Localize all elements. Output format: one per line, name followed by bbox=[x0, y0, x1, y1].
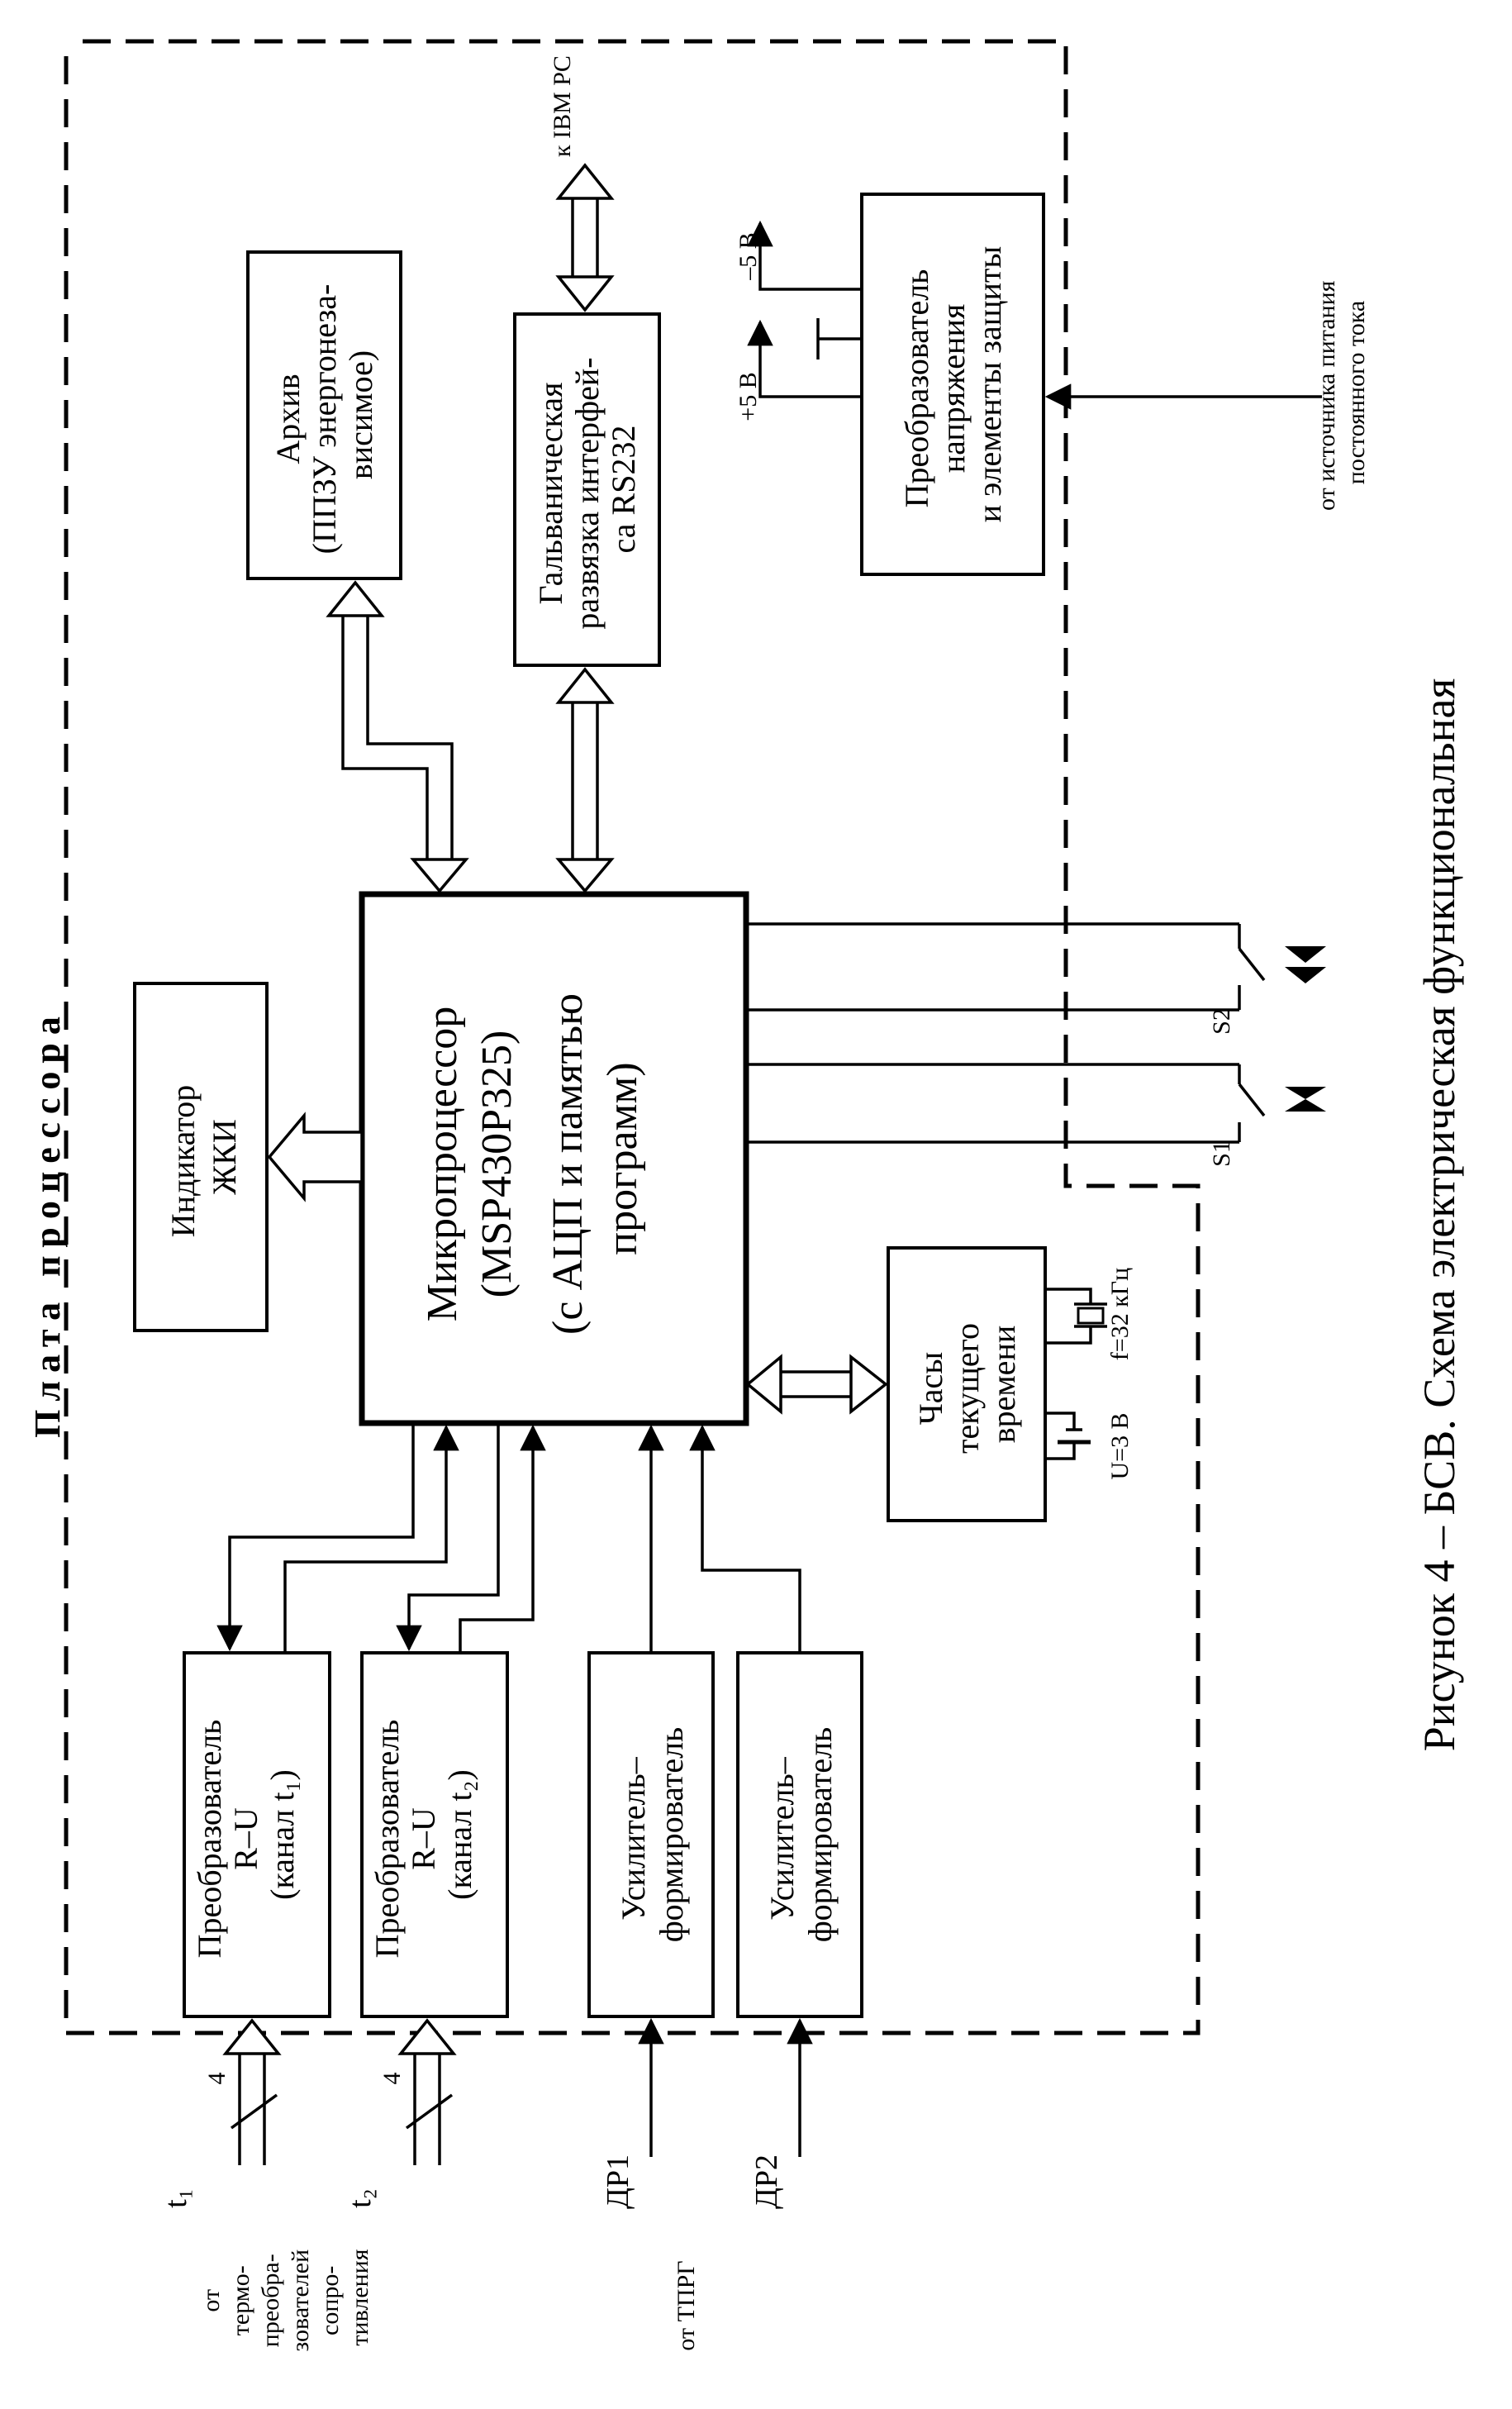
power-line3: и элементы защиты bbox=[971, 246, 1008, 523]
bus-mcu-archive bbox=[326, 580, 469, 893]
clock-line2: текущего bbox=[949, 1323, 986, 1454]
amplifier-2-line1: Усилитель– bbox=[763, 1756, 801, 1920]
converter-t1-block: Преобразователь R–U (канал t₁) bbox=[183, 1651, 331, 2018]
figure-caption: Рисунок 4 – БСВ. Схема электрическая фун… bbox=[1415, 678, 1464, 1752]
bus-mcu-clock bbox=[745, 1354, 888, 1415]
minus5-label: –5 В bbox=[735, 232, 762, 281]
interface-line2: развязка интерфей- bbox=[568, 357, 606, 629]
dr2-label: ДР2 bbox=[749, 2154, 784, 2209]
sensors-line3: преобра- bbox=[257, 2254, 284, 2347]
sensors-line4: зователей bbox=[287, 2250, 314, 2352]
bus-sensor-t2 bbox=[397, 2018, 457, 2165]
s2-label: S2 bbox=[1208, 1008, 1235, 1035]
crystal-icon bbox=[1045, 1288, 1107, 1345]
converter-t1-line3: (канал t₁) bbox=[264, 1769, 301, 1900]
power-converter-block: Преобразователь напряжения и элементы за… bbox=[860, 193, 1045, 576]
converter-t2-block: Преобразователь R–U (канал t₂) bbox=[360, 1651, 509, 2018]
svg-text:Индикатор ЖКИ: Индикатор ЖКИ bbox=[164, 1077, 243, 1238]
converter-t1-line2: R–U bbox=[227, 1807, 264, 1870]
mcu-line2: (MSP430P325) bbox=[473, 1031, 521, 1298]
amplifier-1-line2: формирователь bbox=[653, 1727, 690, 1943]
archive-line2: (ППЗУ энергонеза- bbox=[306, 284, 343, 555]
archive-block: Архив (ППЗУ энергонеза- висимое) bbox=[246, 250, 402, 580]
converter-t2-line2: R–U bbox=[405, 1807, 442, 1870]
svg-text:Часы текущего врем: Часы текущего времени bbox=[912, 1315, 1022, 1454]
svg-text:Усилитель– формирователь: Усилитель– формирователь bbox=[615, 1727, 690, 1943]
sensors-line5: сопро- bbox=[316, 2266, 344, 2335]
amplifier-1-line1: Усилитель– bbox=[615, 1756, 652, 1920]
power-line2: напряжения bbox=[934, 304, 972, 474]
svg-text:Преобразователь R–U: Преобразователь R–U (канал t₂) bbox=[368, 1712, 478, 1959]
s1-label: S1 bbox=[1208, 1140, 1235, 1167]
bus-interface-pc bbox=[555, 163, 615, 312]
interface-line1: Гальваническая bbox=[532, 383, 569, 605]
interface-line3: са RS232 bbox=[605, 426, 642, 554]
u3-label: U=3 В bbox=[1106, 1412, 1134, 1479]
archive-line3: висимое) bbox=[342, 350, 379, 479]
svg-text:Усилитель– формирователь: Усилитель– формирователь bbox=[763, 1727, 839, 1943]
t2-label: t₂ bbox=[343, 2188, 378, 2208]
switch-s2-lines bbox=[746, 922, 1266, 1012]
power-line1: Преобразователь bbox=[898, 269, 935, 508]
svg-text:Архив (ППЗУ энергонеза-: Архив (ППЗУ энергонеза- висимое) bbox=[269, 276, 379, 555]
archive-line1: Архив bbox=[269, 374, 307, 464]
line-plus5 bbox=[747, 319, 862, 398]
interface-isolation-block: Гальваническая развязка интерфей- са RS2… bbox=[513, 312, 661, 667]
mcu-line3: (с АЦП и памятью bbox=[544, 993, 592, 1335]
svg-text:Преобразователь R–U: Преобразователь R–U (канал t₁) bbox=[191, 1712, 301, 1959]
line-minus5 bbox=[747, 220, 862, 291]
t1-label: t₁ bbox=[159, 2188, 193, 2208]
mcu-line1: Микропроцессор bbox=[419, 1007, 466, 1322]
board-title: Плата процессора bbox=[27, 1008, 68, 1438]
battery-icon bbox=[1045, 1412, 1091, 1460]
sensors-line6: тивления bbox=[346, 2249, 373, 2345]
lcd-line1: Индикатор bbox=[164, 1085, 202, 1238]
line-amp2-to-mcu bbox=[689, 1424, 801, 1653]
s2-indicator-icon bbox=[1285, 946, 1326, 983]
line-conv-t2-to-mcu bbox=[459, 1424, 546, 1653]
switch-s1-lines bbox=[746, 1063, 1266, 1144]
clock-block: Часы текущего времени bbox=[887, 1246, 1047, 1522]
converter-t1-line1: Преобразователь bbox=[191, 1720, 228, 1959]
sensors-source-label: от термо- преобра- зователей сопро- тивл… bbox=[197, 2243, 373, 2351]
wires-count-t2: 4 bbox=[378, 2073, 406, 2085]
lcd-indicator-block: Индикатор ЖКИ bbox=[133, 982, 269, 1332]
s1-indicator-icon bbox=[1285, 1087, 1326, 1112]
svg-text:Гальваническая развязка: Гальваническая развязка интерфей- са RS2… bbox=[532, 349, 642, 629]
power-source-line1: от источника питания bbox=[1313, 280, 1340, 511]
mcu-line4: программ) bbox=[599, 1062, 646, 1254]
f32-label: f=32 кГц bbox=[1106, 1268, 1134, 1360]
bus-sensor-t1 bbox=[222, 2018, 282, 2165]
power-source-label: от источника питания постоянного тока bbox=[1313, 274, 1370, 511]
svg-text:Микропроцессор (MSP430P3: Микропроцессор (MSP430P325) (с АЦП и пам… bbox=[419, 983, 646, 1335]
microprocessor-block: Микропроцессор (MSP430P325) (с АЦП и пам… bbox=[359, 891, 749, 1426]
bus-mcu-lcd bbox=[267, 1112, 364, 1202]
clock-line3: времени bbox=[985, 1326, 1022, 1444]
svg-text:Преобразователь напряжен: Преобразователь напряжения и элементы за… bbox=[898, 246, 1008, 523]
line-mcu-to-conv-t2 bbox=[396, 1423, 500, 1652]
board-outline bbox=[64, 39, 1201, 2035]
tprg-source-label: от ТПРГ bbox=[673, 2260, 700, 2350]
dr1-label: ДР1 bbox=[601, 2154, 635, 2209]
line-conv-t1-to-mcu bbox=[283, 1424, 459, 1653]
converter-t2-line3: (канал t₂) bbox=[441, 1769, 478, 1900]
ground-icon bbox=[816, 318, 862, 359]
plus5-label: +5 В bbox=[735, 372, 762, 421]
line-mcu-to-conv-t1 bbox=[216, 1423, 415, 1652]
clock-line1: Часы bbox=[912, 1352, 949, 1425]
to-pc-label: к IBM PC bbox=[549, 55, 576, 157]
sensors-line2: термо- bbox=[227, 2265, 254, 2335]
bus-mcu-interface bbox=[555, 667, 615, 893]
lcd-line2: ЖКИ bbox=[206, 1119, 243, 1194]
power-source-line2: постоянного тока bbox=[1343, 301, 1370, 484]
amplifier-2-line2: формирователь bbox=[801, 1727, 839, 1943]
wires-count-t1: 4 bbox=[203, 2073, 231, 2085]
converter-t2-line1: Преобразователь bbox=[368, 1720, 406, 1959]
amplifier-1-block: Усилитель– формирователь bbox=[587, 1651, 715, 2018]
sensors-line1: от bbox=[197, 2289, 225, 2312]
amplifier-2-block: Усилитель– формирователь bbox=[736, 1651, 863, 2018]
